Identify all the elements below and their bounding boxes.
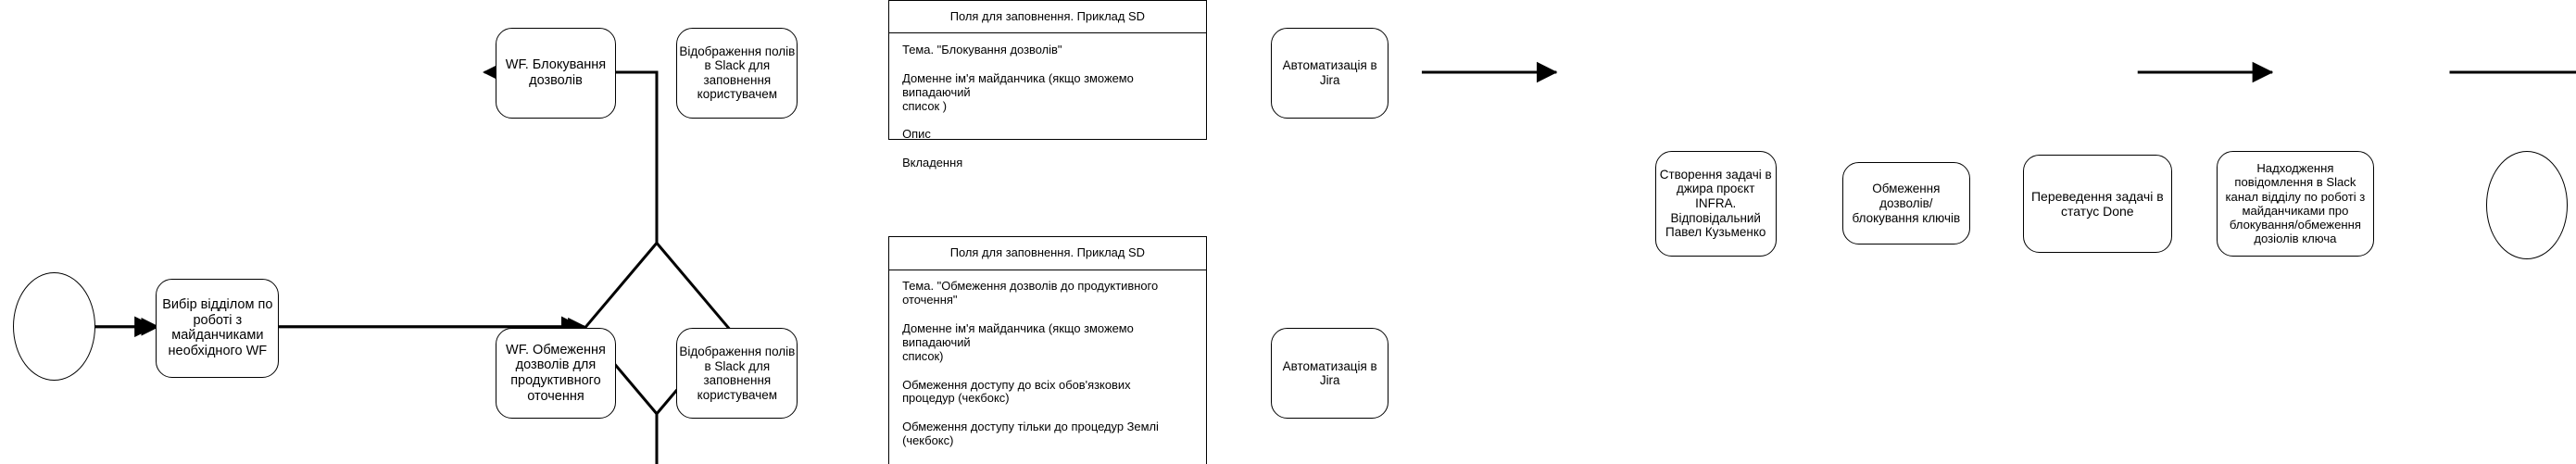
arrow-jirabottom-to-merge <box>2450 446 2576 464</box>
table-row: Обмеження доступу до необов'язкових проц… <box>902 462 1196 464</box>
table-fields-top-title: Поля для заповнення. Приклад SD <box>888 1 1206 34</box>
arrow-jiratop-to-merge <box>2449 70 2576 74</box>
node-slack-notify[interactable]: Надходження повідомлення в Slack канал в… <box>2216 151 2374 257</box>
node-jira-auto-top-label: Автоматизація в Jira <box>1282 58 1377 87</box>
table-fields-bottom: Поля для заповнення. Приклад SD Тема. "О… <box>887 236 1207 464</box>
node-slack-fields-bottom[interactable]: Відображення полів в Slack для заповненн… <box>676 328 798 419</box>
node-select-wf-label: Вибір відділом по роботі з майданчиками … <box>162 296 273 359</box>
node-wf-restrict[interactable]: WF. Обмеження дозволів для продуктивного… <box>496 328 616 419</box>
node-slack-fields-top[interactable]: Відображення полів в Slack для заповненн… <box>676 28 798 119</box>
arrow-split-bottom <box>655 411 659 464</box>
table-fields-top: Поля для заповнення. Приклад SD Тема. "Б… <box>887 0 1207 169</box>
node-wf-block[interactable]: WF. Блокування дозволів <box>496 28 616 119</box>
end-event[interactable] <box>2485 151 2569 260</box>
node-create-task-label: Створення задачі в джира проєкт INFRA. В… <box>1659 167 1772 240</box>
node-select-wf[interactable]: Вибір відділом по роботі з майданчиками … <box>156 279 280 378</box>
node-jira-auto-top[interactable]: Автоматизація в Jira <box>1270 28 1389 119</box>
table-row: Опис <box>902 127 931 142</box>
node-jira-auto-bottom-label: Автоматизація в Jira <box>1282 358 1377 388</box>
node-wf-block-label: WF. Блокування дозволів <box>505 57 607 88</box>
table-row: Обмеження доступу тільки до процедур Зем… <box>902 420 1159 448</box>
node-restrict-keys-label: Обмеження дозволів/ блокування ключів <box>1852 182 1961 225</box>
node-task-done[interactable]: Переведення задачі в статус Done <box>2022 154 2172 253</box>
node-wf-restrict-label: WF. Обмеження дозволів для продуктивного… <box>506 342 606 405</box>
table-row: Обмеження доступу до всіх обов'язкових п… <box>902 377 1131 406</box>
node-restrict-keys[interactable]: Обмеження дозволів/ блокування ключів <box>1841 162 1970 245</box>
table-row: Доменне ім'я майданчика (якщо зможемо ви… <box>902 70 1134 113</box>
node-slack-fields-top-label: Відображення полів в Slack для заповненн… <box>679 44 796 102</box>
table-row: Доменне ім'я майданчика (якщо зможемо ви… <box>902 321 1134 363</box>
table-fields-bottom-body: Тема. "Обмеження дозволів до продуктивно… <box>889 270 1206 464</box>
node-task-done-label: Переведення задачі в статус Done <box>2030 188 2164 219</box>
table-fields-bottom-title: Поля для заповнення. Приклад SD <box>888 237 1206 270</box>
table-fields-top-body: Тема. "Блокування дозволів" Доменне ім'я… <box>889 33 1206 192</box>
start-event[interactable] <box>13 272 95 382</box>
node-jira-auto-bottom[interactable]: Автоматизація в Jira <box>1270 328 1389 419</box>
table-row: Тема. "Обмеження дозволів до продуктивно… <box>902 279 1159 307</box>
table-row: Вкладення <box>902 156 963 170</box>
node-slack-fields-bottom-label: Відображення полів в Slack для заповненн… <box>679 345 796 402</box>
node-create-task[interactable]: Створення задачі в джира проєкт INFRA. В… <box>1654 151 1777 257</box>
table-row: Тема. "Блокування дозволів" <box>902 43 1062 57</box>
node-slack-notify-label: Надходження повідомлення в Slack канал в… <box>2225 161 2366 246</box>
